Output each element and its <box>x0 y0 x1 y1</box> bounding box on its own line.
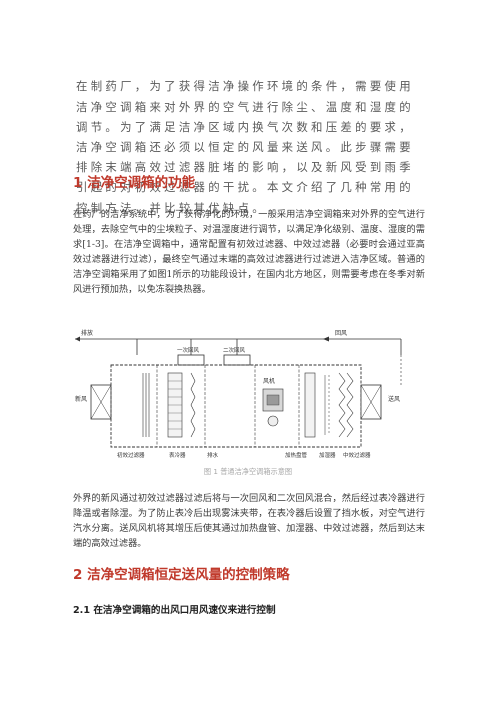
figure-caption: 图 1 普通洁净空调箱示意图 <box>203 467 293 476</box>
humidifier-label: 加湿器 <box>319 451 336 459</box>
secondary-return-label: 二次回风 <box>223 346 246 354</box>
fresh-air-label: 新风 <box>75 395 87 403</box>
section-1-paragraph-2: 外界的新风通过初效过滤器过滤后将与一次回风和二次回风混合，然后经过表冷器进行降温… <box>73 493 425 550</box>
drain-label: 排水 <box>207 451 219 459</box>
section-2-heading: 2 洁净空调箱恒定送风量的控制策略 <box>73 567 290 583</box>
medium-filter-label: 中效过滤器 <box>343 451 371 459</box>
exhaust-label: 排放 <box>81 329 93 337</box>
figure-ahu-diagram: 排放 回风 一次回风 二次回风 新风 风机 <box>75 329 402 459</box>
heating-coil-label: 加热盘管 <box>285 451 308 459</box>
primary-filter-label: 初效过滤器 <box>117 451 145 459</box>
abstract-paragraph: 在制药厂，为了获得洁净操作环境的条件，需要使用洁净空调箱来对外界的空气进行除尘、… <box>76 79 414 215</box>
primary-return-label: 一次回风 <box>177 346 200 354</box>
return-air-label: 回风 <box>335 330 347 337</box>
subsection-2-1-heading: 2.1 在洁净空调箱的出风口用风速仪来进行控制 <box>73 605 276 616</box>
fan-label: 风机 <box>263 377 275 385</box>
surface-cooler-label: 表冷器 <box>169 451 186 459</box>
section-1-heading: 1 洁净空调箱的功能 <box>73 175 196 191</box>
supply-air-label: 送风 <box>388 395 400 403</box>
section-1-paragraph-1: 在药厂的洁净系统中，为了获得净化的环境，一般采用洁净空调箱来对外界的空气进行处理… <box>73 209 425 296</box>
